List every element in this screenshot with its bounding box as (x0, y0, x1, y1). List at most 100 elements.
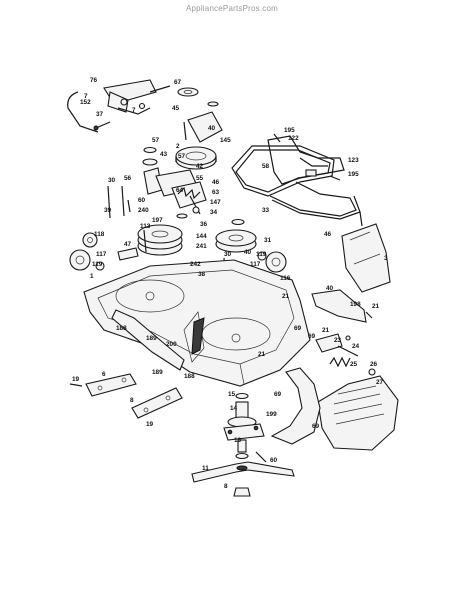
deck-baffle (111, 309, 185, 371)
lift-linkage (67, 79, 171, 133)
rear-deflector-bracket (311, 289, 373, 323)
callout-21: 21 (322, 327, 330, 334)
callout-63: 63 (212, 189, 220, 196)
callout-69: 69 (274, 391, 282, 398)
callout-31: 31 (264, 237, 272, 244)
blade-spindle-assembly (223, 392, 265, 460)
idler-arm-assembly (142, 146, 207, 215)
callout-27: 27 (376, 379, 384, 386)
bolt-45 (183, 121, 187, 141)
bolt-60 (255, 451, 267, 463)
bolt-19-left (69, 383, 83, 387)
callout-122: 122 (288, 135, 299, 142)
callout-25: 25 (350, 361, 358, 368)
callout-64: 64 (176, 187, 184, 194)
callout-36: 36 (200, 221, 208, 228)
callout-144: 144 (196, 233, 207, 240)
callout-240: 240 (138, 207, 149, 214)
callout-145: 145 (220, 137, 231, 144)
callout-24: 24 (352, 343, 360, 350)
callout-40: 40 (208, 125, 216, 132)
callout-2: 2 (176, 143, 180, 150)
callout-7: 7 (84, 93, 88, 100)
callout-19: 19 (72, 376, 80, 383)
callout-21: 21 (372, 303, 380, 310)
callout-11: 11 (202, 465, 209, 472)
fastener-26 (368, 368, 376, 376)
callout-119: 119 (256, 251, 267, 258)
callout-45: 45 (172, 105, 180, 112)
callout-33: 33 (262, 207, 270, 214)
callout-46: 46 (212, 179, 220, 186)
callout-39: 39 (104, 207, 112, 214)
callout-46: 46 (324, 231, 332, 238)
callout-38: 38 (198, 271, 206, 278)
callout-118: 118 (94, 231, 105, 238)
left-baffle-upper (85, 373, 137, 397)
callout-34: 34 (210, 209, 218, 216)
callout-69: 69 (312, 423, 320, 430)
callout-26: 26 (370, 361, 378, 368)
callout-47: 47 (124, 241, 132, 248)
watermark: AppliancePartsPros.com (186, 4, 278, 13)
callout-197: 197 (152, 217, 163, 224)
callout-43: 43 (160, 151, 168, 158)
deflector-rod-199 (270, 367, 321, 445)
callout-57: 57 (152, 137, 160, 144)
rear-bracket (267, 135, 345, 185)
callout-60: 60 (270, 457, 278, 464)
callout-188: 188 (116, 325, 127, 332)
callout-69: 69 (308, 333, 316, 340)
mower-blade (191, 461, 295, 483)
callout-67: 67 (174, 79, 182, 86)
callout-57: 57 (178, 153, 186, 160)
callout-200: 200 (166, 341, 177, 348)
callout-195: 195 (348, 171, 359, 178)
washer-67 (177, 87, 199, 97)
mower-deck-housing (83, 259, 311, 387)
callout-19: 19 (146, 421, 154, 428)
callout-3: 3 (384, 255, 388, 262)
left-spindle-pulley (137, 224, 183, 256)
blade-bolt-8 (233, 487, 251, 497)
callout-30: 30 (224, 251, 232, 258)
callout-242: 242 (190, 261, 201, 268)
discharge-chute-27 (317, 375, 399, 451)
bracket-47 (117, 247, 139, 261)
callout-60: 60 (138, 197, 146, 204)
callout-56: 56 (124, 175, 132, 182)
callout-113: 113 (140, 223, 151, 230)
belt-guard (175, 111, 223, 170)
spring-64 (177, 186, 201, 200)
left-baffle-lower (131, 387, 183, 419)
callout-152: 152 (80, 99, 91, 106)
callout-42: 42 (196, 163, 204, 170)
callout-7: 7 (132, 107, 136, 114)
callout-6: 6 (102, 371, 106, 378)
washer-small (207, 101, 219, 107)
washer-197 (176, 213, 188, 219)
callout-58: 58 (262, 163, 270, 170)
callout-116: 116 (280, 275, 291, 282)
callout-195: 195 (284, 127, 295, 134)
callout-37: 37 (96, 111, 104, 118)
bolt-195a (273, 133, 281, 143)
callout-76: 76 (90, 77, 98, 84)
callout-241: 241 (196, 243, 207, 250)
callout-55: 55 (196, 175, 204, 182)
callout-147: 147 (210, 199, 221, 206)
callout-23: 23 (334, 337, 342, 344)
callout-199: 199 (266, 411, 277, 418)
callout-198: 198 (350, 301, 361, 308)
bolt-113 (143, 229, 147, 253)
bolt-195b (329, 175, 341, 181)
callout-14: 14 (230, 405, 238, 412)
bolts-left (107, 185, 131, 219)
callout-40: 40 (326, 285, 334, 292)
drive-belt (231, 145, 361, 220)
callout-30: 30 (108, 177, 116, 184)
deflector-bracket-24 (315, 333, 359, 357)
